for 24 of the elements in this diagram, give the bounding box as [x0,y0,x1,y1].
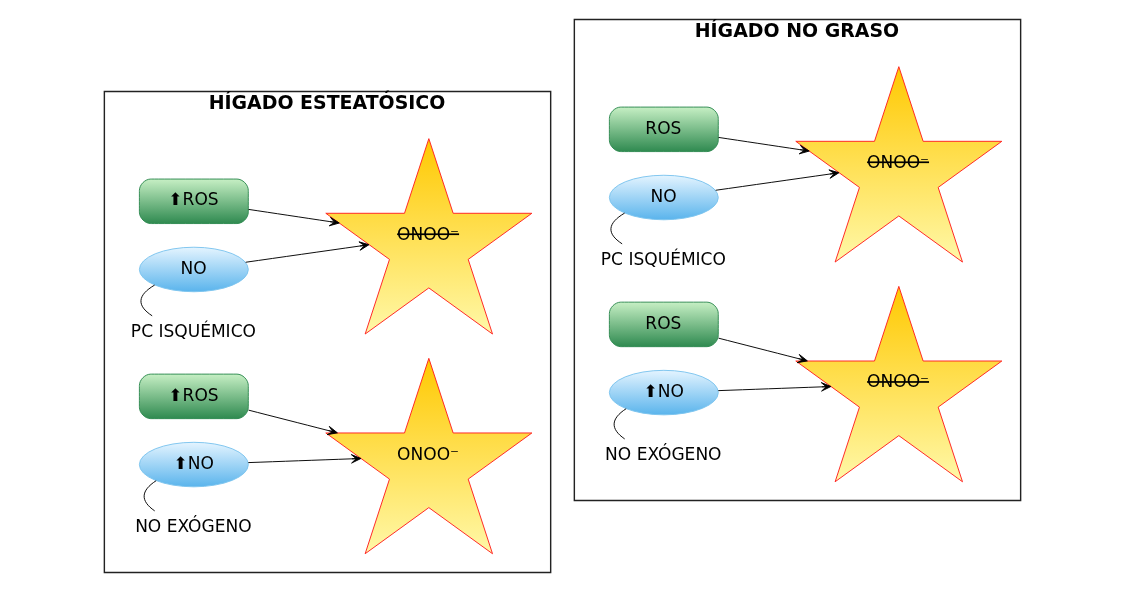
connector [143,480,157,512]
connector [613,408,627,440]
arrow [244,241,369,263]
node-text: PC ISQUÉMICO [130,321,256,342]
node-box: ROS [608,106,719,153]
arrow [247,208,340,227]
connector [140,284,155,317]
node-text: NO EXÓGENO [134,516,252,537]
node-box: ⬆ROS [138,178,249,225]
arrow [717,382,831,392]
node-text: NO EXÓGENO [604,444,722,465]
arrow [717,337,808,364]
node-ellipse: NO [138,246,249,293]
arrow [247,454,361,464]
arrow [247,409,338,436]
node-ellipse: NO [608,174,719,221]
node-ellipse: ⬆NO [138,441,249,488]
node-box: ROS [608,301,719,348]
arrow [717,136,810,155]
connector [609,212,625,245]
arrow [714,169,839,191]
node-ellipse: ⬆NO [608,369,719,416]
node-box: ⬆ROS [138,373,249,420]
node-text: PC ISQUÉMICO [600,249,726,270]
